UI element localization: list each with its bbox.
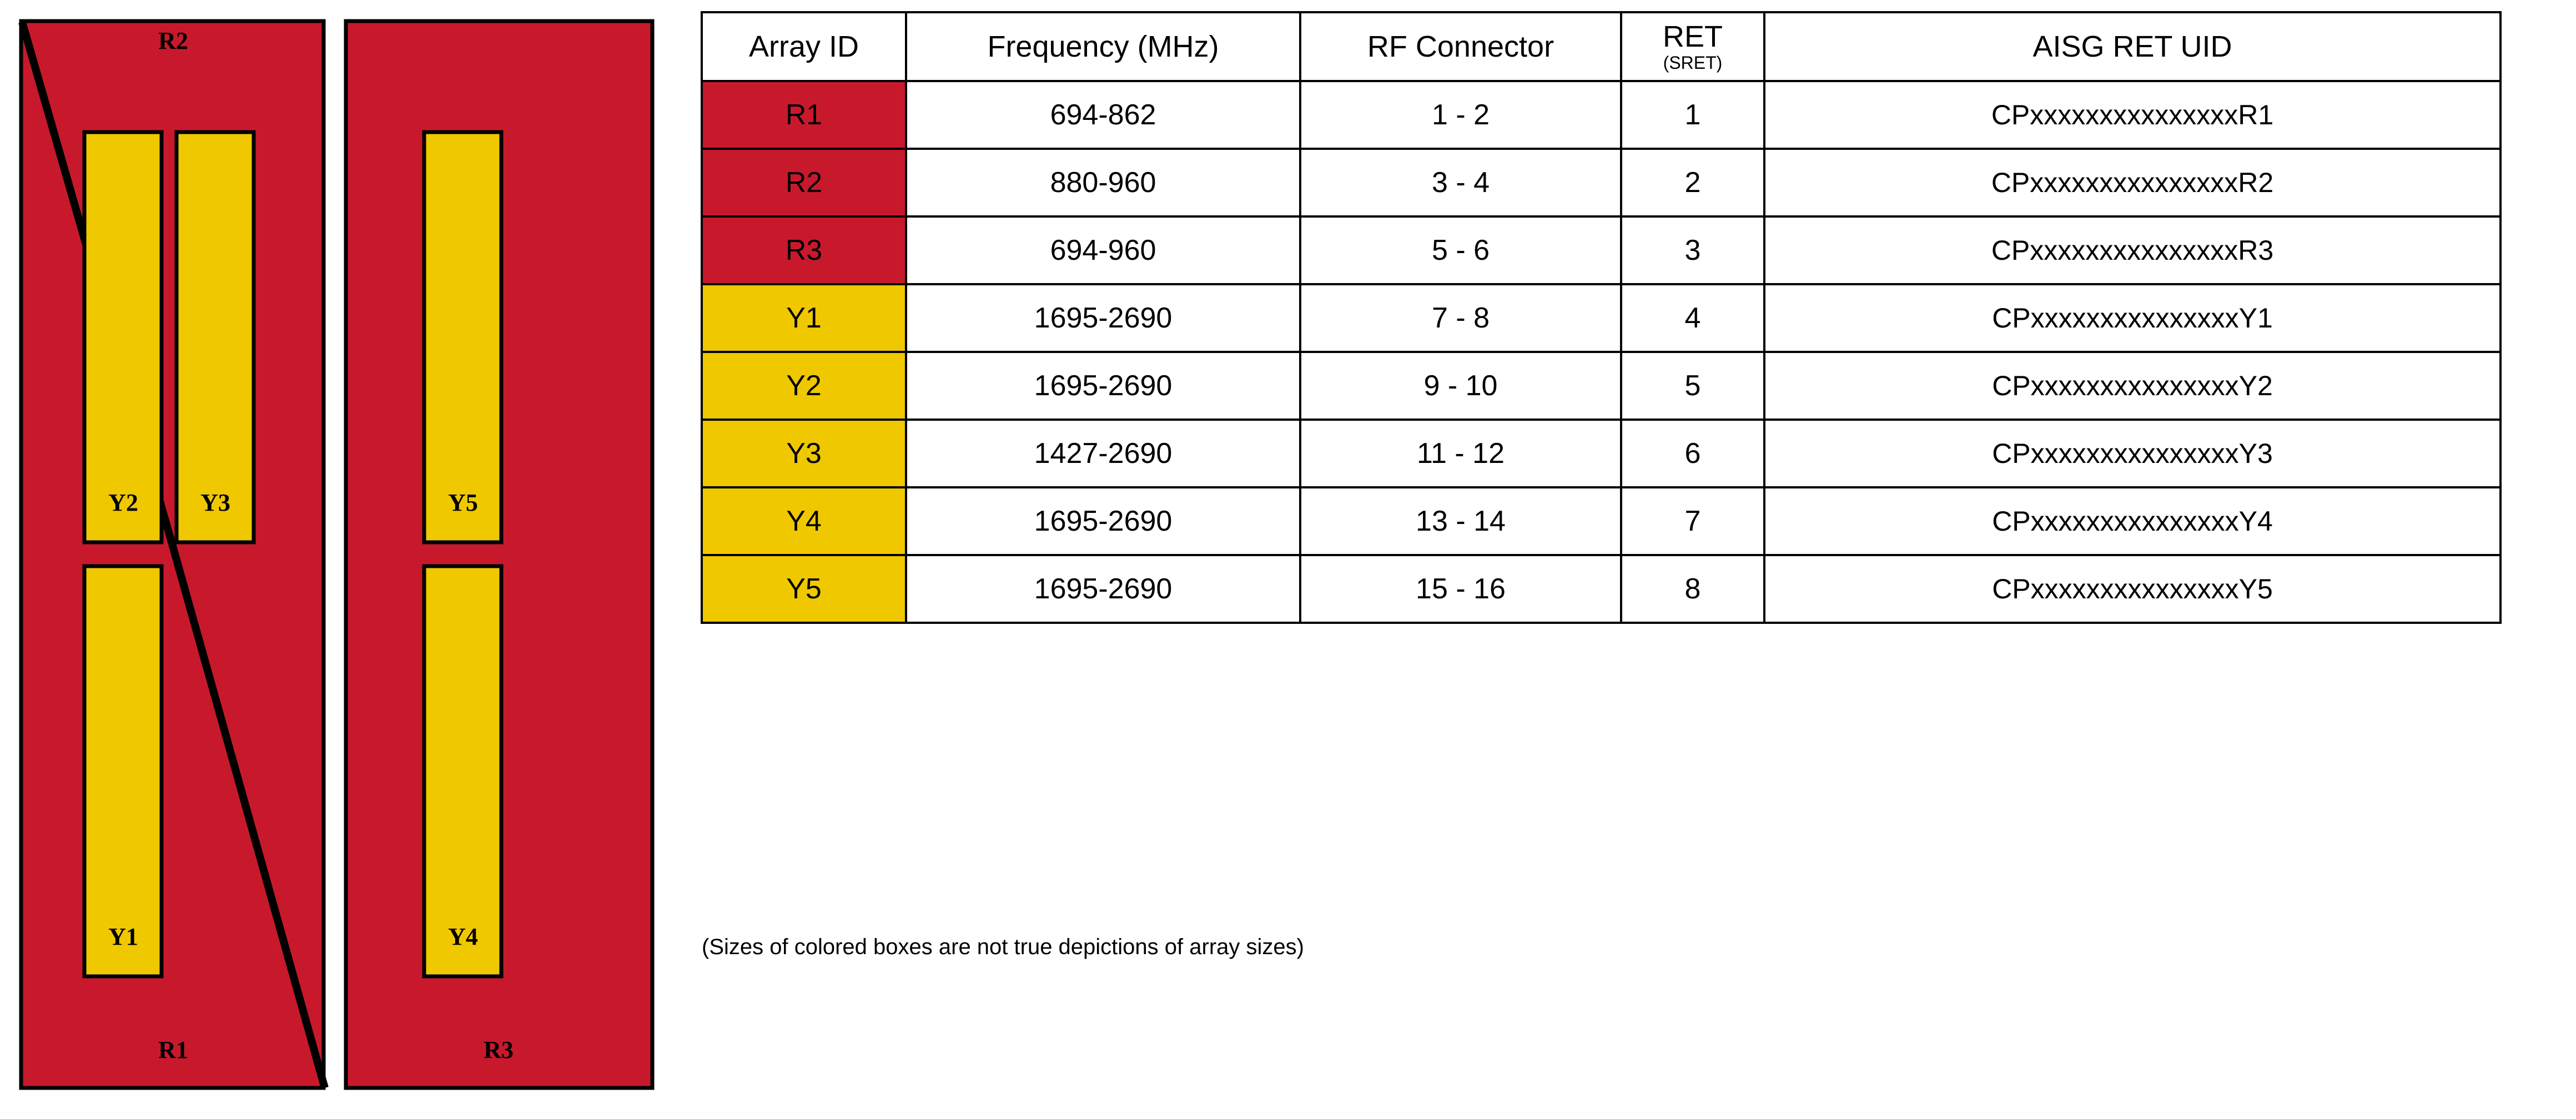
column-header-aisg-ret-uid-label: AISG RET UID (2032, 29, 2232, 63)
column-header-rf-connector-label: RF Connector (1367, 29, 1554, 63)
cell-array-id: Y3 (701, 419, 907, 488)
column-header-array-id: Array ID (701, 11, 907, 82)
column-header-ret-sublabel: (SRET) (1663, 52, 1723, 73)
cell-rf-connector: 9 - 10 (1299, 351, 1622, 421)
cell-rf-connector: 15 - 16 (1299, 554, 1622, 624)
cell-aisg-ret-uid: CPxxxxxxxxxxxxxxxY2 (1763, 351, 2502, 421)
cell-rf-connector: 5 - 6 (1299, 215, 1622, 285)
array-label-y3: Y3 (200, 489, 230, 516)
array-label-y4: Y4 (448, 923, 478, 950)
array-box-y5 (422, 130, 504, 545)
cell-ret: 8 (1620, 554, 1765, 624)
table-header-row: Array ID Frequency (MHz) RF Connector RE… (701, 11, 2502, 82)
cell-aisg-ret-uid: CPxxxxxxxxxxxxxxxR2 (1763, 148, 2502, 218)
cell-aisg-ret-uid: CPxxxxxxxxxxxxxxxY4 (1763, 486, 2502, 556)
cell-rf-connector: 11 - 12 (1299, 419, 1622, 488)
cell-ret: 1 (1620, 80, 1765, 150)
cell-ret: 3 (1620, 215, 1765, 285)
cell-frequency: 1695-2690 (905, 351, 1301, 421)
cell-ret: 7 (1620, 486, 1765, 556)
column-header-rf-connector: RF Connector (1299, 11, 1622, 82)
cell-frequency: 1695-2690 (905, 486, 1301, 556)
column-header-array-id-label: Array ID (748, 29, 859, 63)
cell-aisg-ret-uid: CPxxxxxxxxxxxxxxxR3 (1763, 215, 2502, 285)
column-header-ret-label: RET (1663, 19, 1723, 53)
footnote-text: (Sizes of colored boxes are not true dep… (702, 935, 1304, 959)
table-header: Array ID Frequency (MHz) RF Connector RE… (701, 11, 2502, 82)
ret-table-container: Array ID Frequency (MHz) RF Connector RE… (701, 11, 2502, 624)
cell-array-id: R3 (701, 215, 907, 285)
cell-rf-connector: 7 - 8 (1299, 283, 1622, 353)
array-box-y3 (174, 130, 256, 545)
column-header-ret: RET (SRET) (1620, 11, 1765, 82)
cell-ret: 4 (1620, 283, 1765, 353)
cell-array-id: R1 (701, 80, 907, 150)
cell-array-id: Y4 (701, 486, 907, 556)
cell-array-id: Y1 (701, 283, 907, 353)
cell-ret: 5 (1620, 351, 1765, 421)
array-label-y5: Y5 (448, 489, 478, 516)
column-header-frequency-label: Frequency (MHz) (987, 29, 1219, 63)
cell-frequency: 880-960 (905, 148, 1301, 218)
array-box-y1 (82, 564, 164, 979)
cell-aisg-ret-uid: CPxxxxxxxxxxxxxxxY3 (1763, 419, 2502, 488)
cell-rf-connector: 1 - 2 (1299, 80, 1622, 150)
cell-frequency: 694-960 (905, 215, 1301, 285)
array-layout-diagram: R2 R1 R3 Y2 Y3 Y5 Y1 Y4 (0, 0, 694, 1119)
cell-frequency: 1695-2690 (905, 283, 1301, 353)
array-box-y2 (82, 130, 164, 545)
cell-array-id: Y5 (701, 554, 907, 624)
array-label-y1: Y1 (108, 923, 138, 950)
cell-rf-connector: 13 - 14 (1299, 486, 1622, 556)
cell-ret: 6 (1620, 419, 1765, 488)
panel-label-r3: R3 (484, 1036, 514, 1063)
panel-label-r1: R1 (158, 1036, 188, 1063)
cell-ret: 2 (1620, 148, 1765, 218)
cell-aisg-ret-uid: CPxxxxxxxxxxxxxxxR1 (1763, 80, 2502, 150)
cell-rf-connector: 3 - 4 (1299, 148, 1622, 218)
cell-frequency: 1427-2690 (905, 419, 1301, 488)
array-ret-table: Array ID Frequency (MHz) RF Connector RE… (701, 11, 2502, 624)
cell-aisg-ret-uid: CPxxxxxxxxxxxxxxxY1 (1763, 283, 2502, 353)
cell-array-id: R2 (701, 148, 907, 218)
array-label-y2: Y2 (108, 489, 138, 516)
column-header-aisg-ret-uid: AISG RET UID (1763, 11, 2502, 82)
panel-label-r2: R2 (158, 27, 188, 54)
cell-array-id: Y2 (701, 351, 907, 421)
cell-frequency: 694-862 (905, 80, 1301, 150)
cell-frequency: 1695-2690 (905, 554, 1301, 624)
array-box-y4 (422, 564, 504, 979)
cell-aisg-ret-uid: CPxxxxxxxxxxxxxxxY5 (1763, 554, 2502, 624)
diagonal-boundary-line (18, 21, 329, 1089)
column-header-frequency: Frequency (MHz) (905, 11, 1301, 82)
